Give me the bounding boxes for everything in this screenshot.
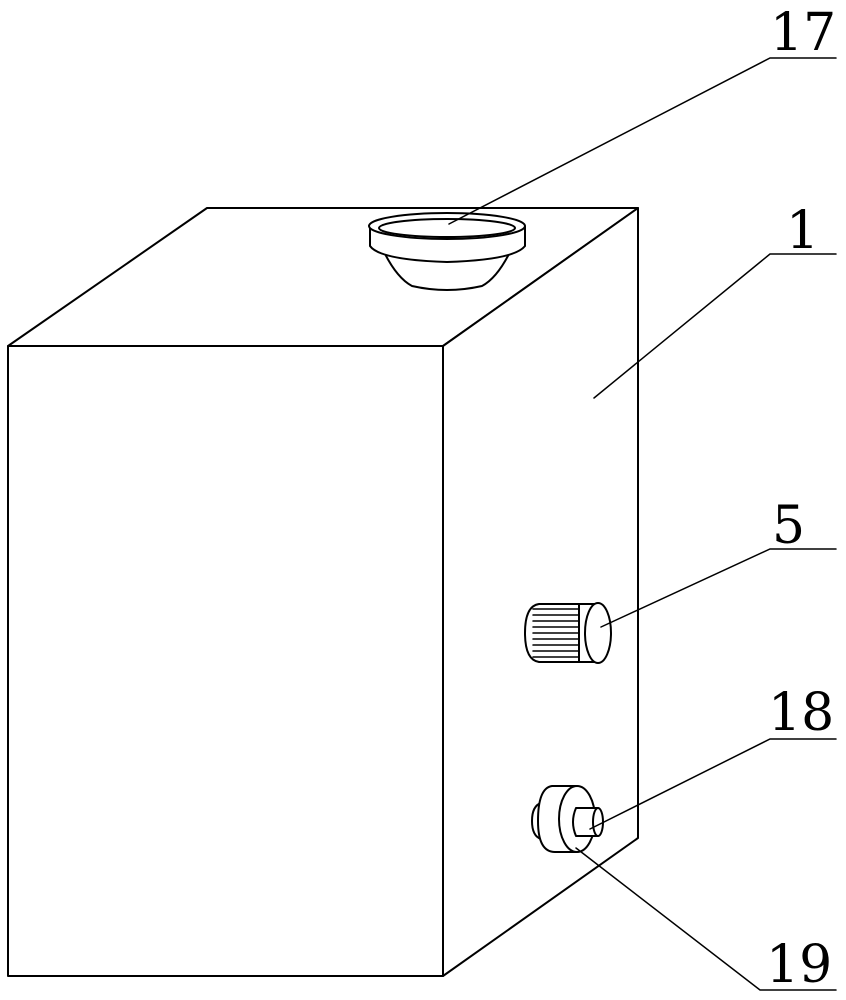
knob [524, 602, 612, 664]
leader-18 [589, 738, 837, 830]
outlet-fitting [531, 785, 604, 853]
tank-body [7, 207, 639, 977]
tank-front-face [7, 345, 444, 977]
leader-5 [600, 548, 837, 628]
leader-lines [448, 57, 837, 991]
leader-17 [448, 57, 837, 225]
funnel-rim [368, 212, 526, 240]
knob-ribs [532, 608, 580, 658]
label-1: 1 [786, 201, 819, 261]
label-19: 19 [766, 935, 832, 995]
label-5: 5 [772, 496, 805, 556]
funnel-rim-inner [378, 218, 516, 238]
funnel-inlet [368, 212, 526, 291]
leader-19 [575, 847, 837, 991]
leader-1 [593, 253, 837, 399]
reference-numerals: 17 1 5 18 19 [766, 3, 836, 995]
label-18: 18 [768, 683, 834, 743]
label-17: 17 [770, 3, 836, 63]
outlet-pipe-mouth [592, 807, 604, 837]
knob-face [584, 602, 612, 664]
